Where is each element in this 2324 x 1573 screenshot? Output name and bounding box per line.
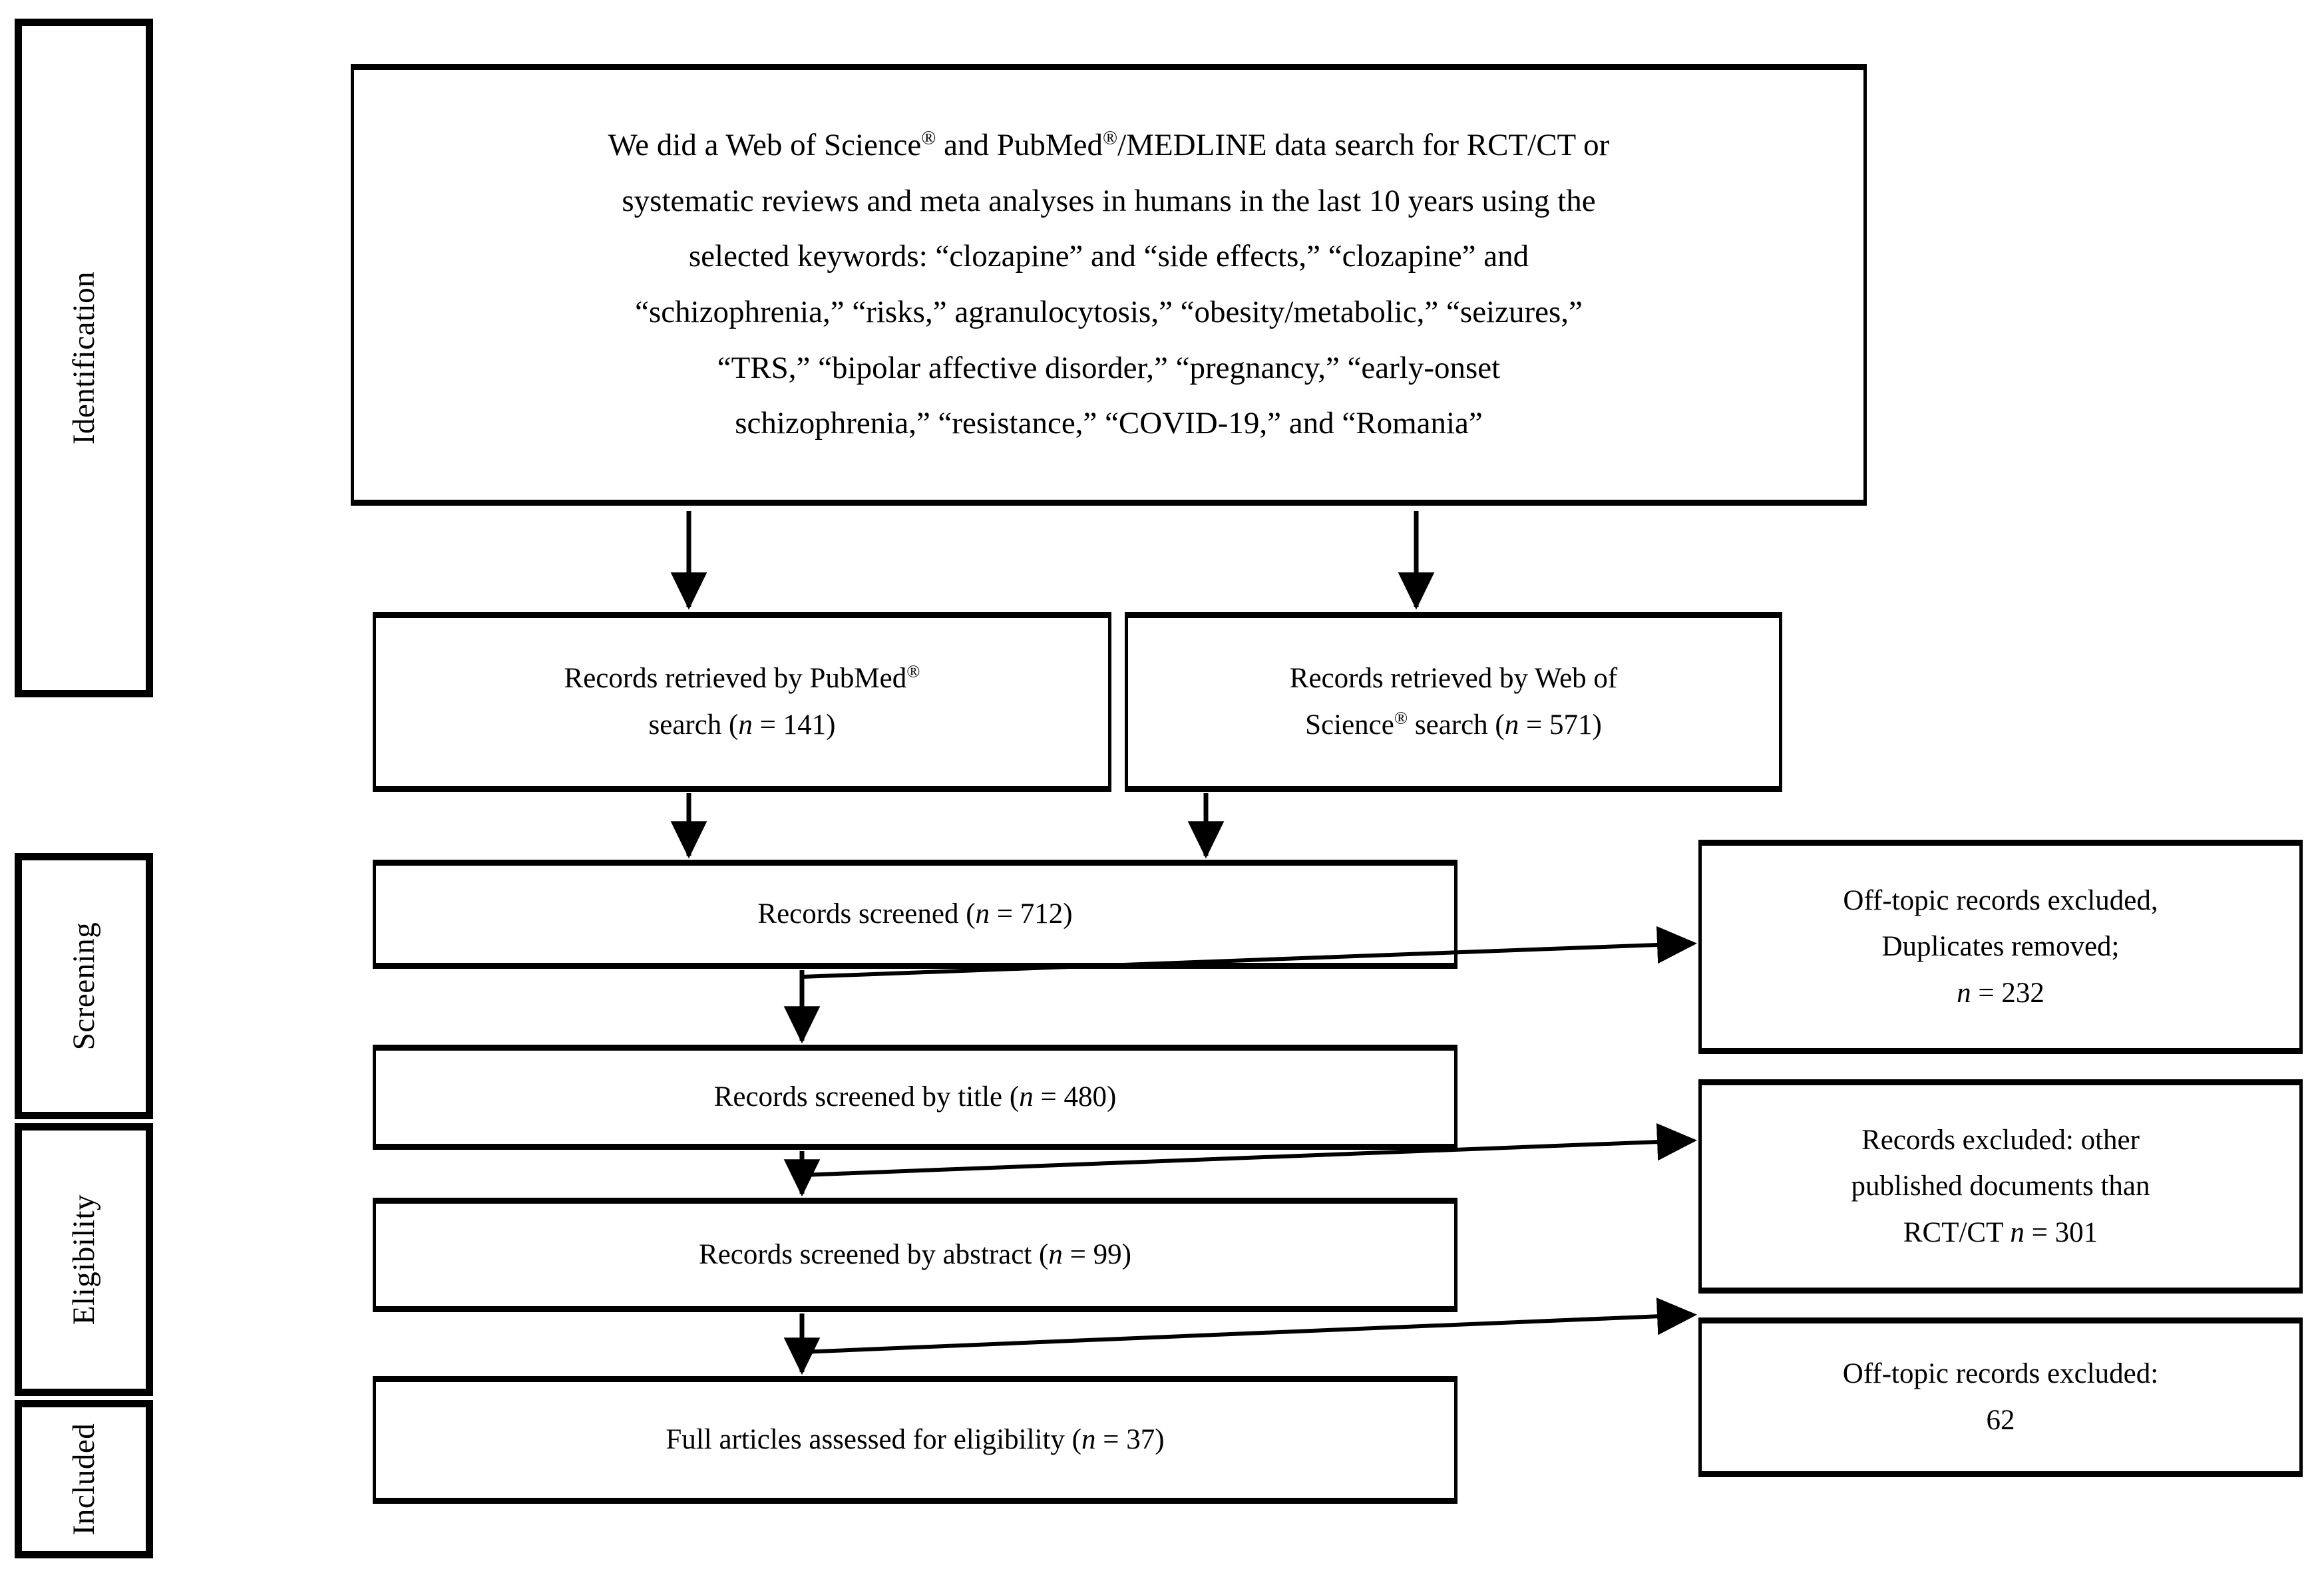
pubmed-line-1: Records retrieved by PubMed® — [564, 661, 920, 695]
exclusion-3-n-value: 62 — [1986, 1405, 2015, 1436]
search-strategy-line-1: We did a Web of Science® and PubMed®/MED… — [608, 127, 1610, 163]
exclusion-off-topic-62-box: Off-topic records excluded: 62 — [1698, 1317, 2303, 1477]
records-screened-n-symbol: n — [975, 898, 990, 930]
stage-label-screening-text: Screening — [67, 922, 101, 1051]
records-retrieved-pubmed-text: Records retrieved by PubMed® search (n =… — [542, 655, 943, 748]
exclusion-1-line-1: Off-topic records excluded, — [1843, 884, 2158, 916]
records-screened-by-abstract-box: Records screened by abstract (n = 99) — [373, 1198, 1457, 1312]
exclusion-3-line-1: Off-topic records excluded: — [1842, 1358, 2159, 1390]
search-strategy-line-4: “schizophrenia,” “risks,” agranulocytosi… — [635, 295, 1583, 329]
search-strategy-line-3: selected keywords: “clozapine” and “side… — [688, 239, 1529, 274]
exclusion-2-n-value: 301 — [2054, 1216, 2098, 1248]
stage-label-included: Included — [15, 1400, 153, 1558]
exclusion-off-topic-duplicates-box: Off-topic records excluded, Duplicates r… — [1698, 840, 2303, 1054]
records-retrieved-web-of-science-box: Records retrieved by Web of Science® sea… — [1125, 612, 1782, 792]
search-strategy-line-6: schizophrenia,” “resistance,” “COVID-19,… — [735, 406, 1483, 441]
records-retrieved-web-of-science-text: Records retrieved by Web of Science® sea… — [1267, 655, 1640, 748]
screened-title-n-value: 480 — [1064, 1081, 1107, 1113]
search-strategy-box: We did a Web of Science® and PubMed®/MED… — [351, 64, 1867, 506]
full-articles-eligibility-text: Full articles assessed for eligibility (… — [666, 1424, 1165, 1456]
records-screened-box: Records screened (n = 712) — [373, 860, 1457, 969]
exclusion-2-n-symbol: n — [2010, 1216, 2025, 1248]
pubmed-n-value: 141 — [783, 709, 827, 741]
exclusion-2-line-1: Records excluded: other — [1861, 1124, 2140, 1156]
stage-label-screening: Screening — [15, 853, 153, 1119]
wos-n-eq: = — [1519, 709, 1550, 741]
search-strategy-line-2: systematic reviews and meta analyses in … — [622, 183, 1596, 218]
full-articles-eligibility-box: Full articles assessed for eligibility (… — [373, 1376, 1457, 1504]
search-strategy-line-5: “TRS,” “bipolar affective disorder,” “pr… — [717, 350, 1501, 385]
exclusion-off-topic-duplicates-text: Off-topic records excluded, Duplicates r… — [1820, 878, 2180, 1017]
exclusion-1-line-2: Duplicates removed; — [1881, 931, 2120, 963]
exclusion-1-line-3: n = 232 — [1957, 977, 2044, 1009]
exclusion-other-published-documents-box: Records excluded: other published docume… — [1698, 1079, 2303, 1294]
full-articles-n-value: 37 — [1126, 1424, 1155, 1456]
wos-n-value: 571 — [1549, 709, 1593, 741]
full-articles-n-symbol: n — [1081, 1424, 1096, 1456]
records-retrieved-pubmed-box: Records retrieved by PubMed® search (n =… — [373, 612, 1111, 792]
wos-line-1: Records retrieved by Web of — [1289, 663, 1618, 695]
arrow-abstract-to-exclusion-3 — [801, 1298, 1697, 1354]
stage-label-identification: Identification — [15, 19, 153, 697]
wos-n-symbol: n — [1504, 709, 1519, 741]
pubmed-n-symbol: n — [738, 709, 753, 741]
stage-label-eligibility-text: Eligibility — [67, 1194, 101, 1325]
stage-label-eligibility: Eligibility — [15, 1123, 153, 1396]
exclusion-other-published-documents-text: Records excluded: other published docume… — [1828, 1117, 2172, 1256]
pubmed-n-eq: = — [752, 709, 783, 741]
stage-label-included-text: Included — [67, 1423, 101, 1536]
exclusion-2-line-3: RCT/CT n = 301 — [1903, 1216, 2098, 1248]
screened-abstract-n-value: 99 — [1093, 1239, 1122, 1271]
exclusion-1-n-value: 232 — [2001, 977, 2044, 1009]
exclusion-2-line-2: published documents than — [1851, 1170, 2150, 1202]
records-screened-n-value: 712 — [1020, 898, 1064, 930]
records-screened-by-abstract-text: Records screened by abstract (n = 99) — [699, 1239, 1131, 1271]
search-strategy-text: We did a Web of Science® and PubMed®/MED… — [578, 118, 1641, 452]
records-screened-by-title-text: Records screened by title (n = 480) — [713, 1081, 1117, 1113]
stage-label-identification-text: Identification — [67, 271, 101, 445]
screened-title-n-symbol: n — [1019, 1081, 1034, 1113]
records-screened-text: Records screened (n = 712) — [757, 898, 1073, 930]
exclusion-off-topic-62-text: Off-topic records excluded: 62 — [1820, 1351, 2181, 1443]
pubmed-line-2: search (n = 141) — [648, 709, 836, 741]
exclusion-1-n-symbol: n — [1957, 977, 1971, 1009]
wos-line-2: Science® search (n = 571) — [1305, 707, 1602, 741]
records-screened-by-title-box: Records screened by title (n = 480) — [373, 1045, 1457, 1150]
screened-abstract-n-symbol: n — [1048, 1239, 1063, 1271]
